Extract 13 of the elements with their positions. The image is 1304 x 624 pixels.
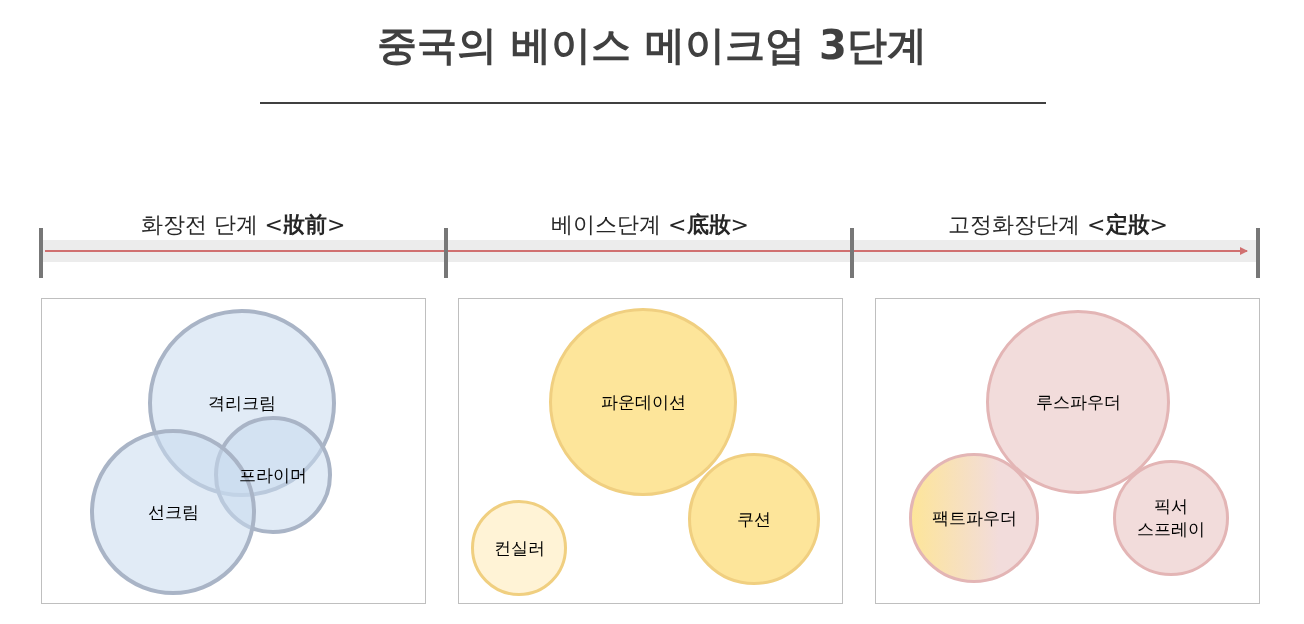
panel-box: [458, 298, 843, 604]
title: 중국의 베이스 메이크업 3단계: [376, 21, 928, 70]
ingredient-circle: 쿠션: [688, 453, 820, 585]
stage-heading: 베이스단계 <底妝>: [551, 211, 749, 239]
panel-box: [41, 298, 426, 604]
ingredient-circle: 루스파우더: [986, 310, 1170, 494]
ingredient-circle: 컨실러: [471, 500, 567, 596]
ingredient-circle: 파운데이션: [549, 308, 737, 496]
ingredient-circle: 픽서 스프레이: [1113, 460, 1229, 576]
panel-box: [875, 298, 1260, 604]
stage-heading: 화장전 단계 <妝前>: [140, 211, 346, 239]
stage-heading: 고정화장단계 <定妝>: [948, 211, 1168, 239]
ingredient-circle: 팩트파우더: [909, 453, 1039, 583]
